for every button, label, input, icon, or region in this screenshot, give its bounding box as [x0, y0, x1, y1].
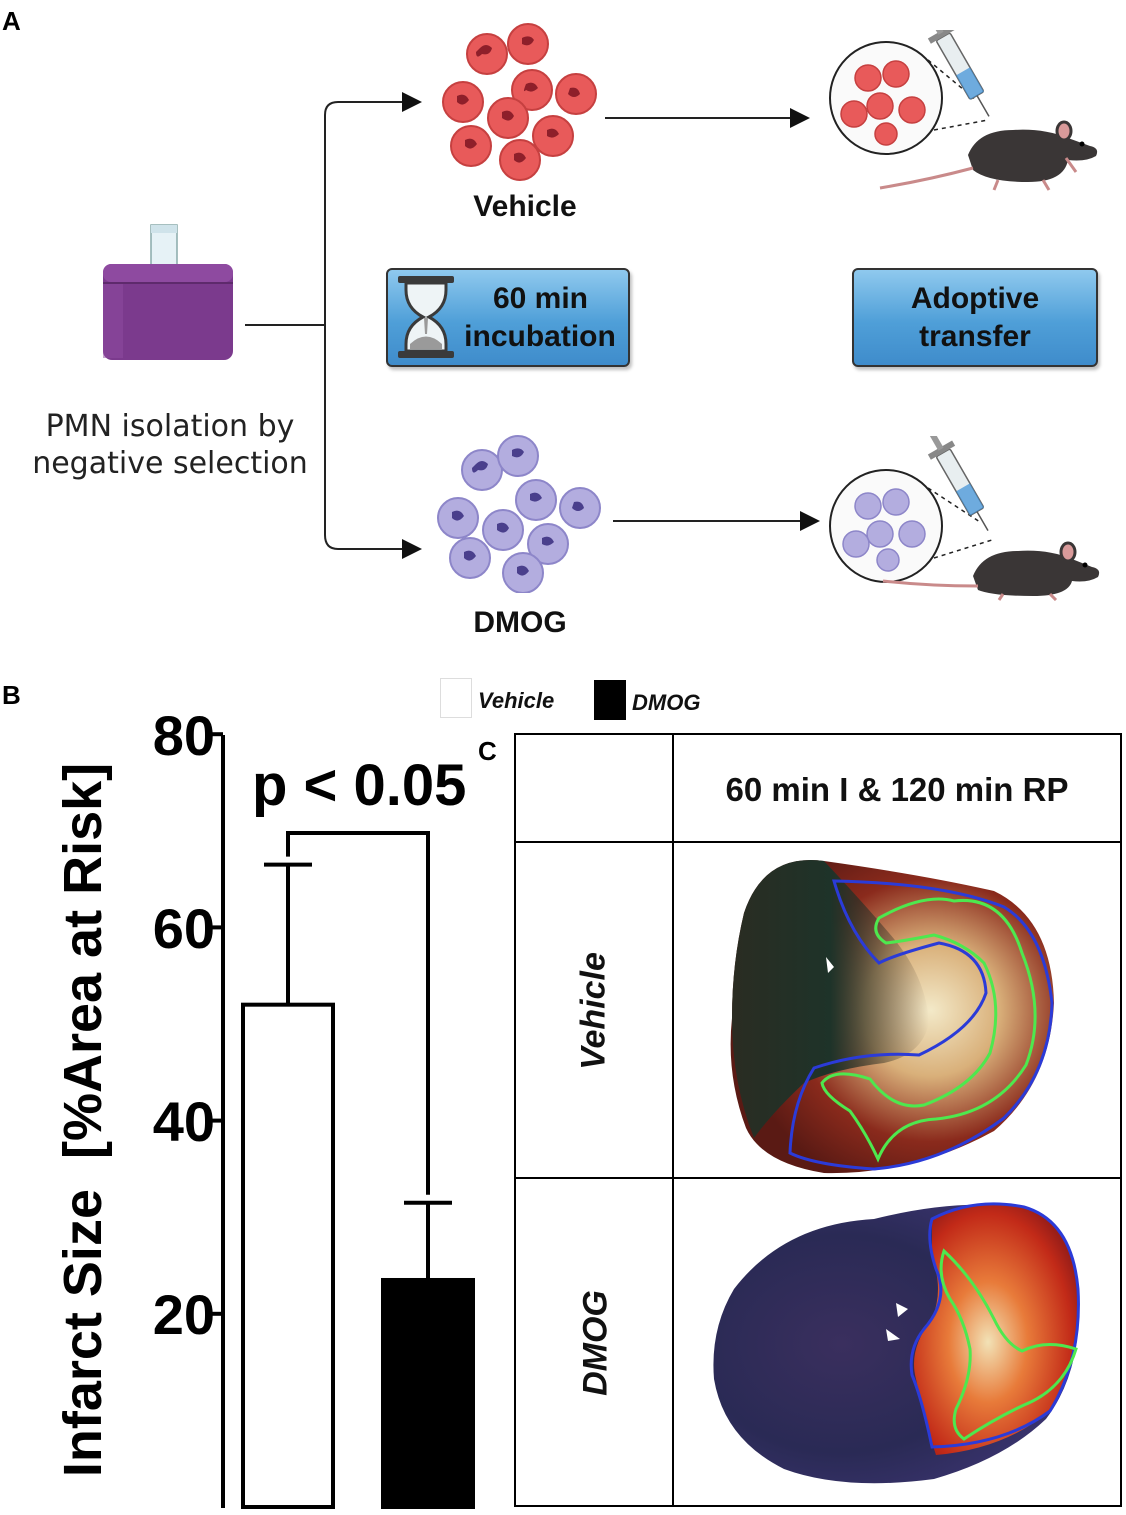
panel-label-c: C: [478, 736, 497, 766]
incubation-box-line2: incubation: [464, 320, 616, 353]
panel-c-header: 60 min I & 120 min RP: [725, 771, 1069, 808]
y-tick-label: 40: [152, 1090, 215, 1153]
panel-label-b: B: [2, 680, 21, 710]
legend-vehicle-swatch: [440, 678, 472, 718]
adoptive-transfer-box: Adoptive transfer: [852, 268, 1098, 367]
bar-vehicle: [241, 1002, 335, 1509]
isolation-column-icon: [103, 224, 233, 360]
dmog-heart-slice-image: [713, 1202, 1080, 1484]
significance-bracket: [286, 831, 430, 1195]
legend-dmog-swatch: [594, 680, 626, 720]
incubation-box: 60 min incubation: [386, 268, 630, 367]
bar-chart: [209, 732, 475, 1509]
y-tick-label: 80: [152, 704, 215, 767]
y-tick-label: 20: [152, 1283, 215, 1346]
row-label-vehicle: Vehicle: [574, 952, 613, 1070]
y-tick-label: 60: [152, 897, 215, 960]
grid-image-vehicle: [672, 841, 1122, 1179]
vehicle-neutrophils-icon: [442, 23, 597, 181]
row-label-dmog: DMOG: [576, 1290, 615, 1396]
grid-row-label-vehicle: Vehicle: [514, 841, 674, 1179]
dmog-label: DMOG: [473, 606, 567, 639]
source-caption-line1: PMN isolation by: [45, 409, 295, 444]
vehicle-heart-slice-image: [730, 860, 1054, 1174]
incubation-box-line1: 60 min: [492, 282, 589, 315]
transfer-box-line1: Adoptive: [910, 282, 1040, 315]
panel-label-a: A: [2, 6, 21, 36]
branch-arrows: [245, 92, 820, 559]
dmog-neutrophils-icon: [437, 435, 601, 593]
dmog-mouse-injection-icon: [829, 436, 1100, 601]
grid-corner-cell: [514, 733, 674, 843]
source-caption-line2: negative selection: [32, 446, 308, 481]
significance-annotation: p < 0.05: [252, 753, 467, 818]
transfer-box-line2: transfer: [919, 320, 1031, 353]
source-caption: PMN isolation by negative selection: [20, 408, 320, 482]
bar-dmog: [381, 1277, 475, 1509]
legend-dmog-label: DMOG: [632, 690, 701, 715]
hourglass-icon: [398, 276, 454, 358]
grid-row-label-dmog: DMOG: [514, 1177, 674, 1507]
grid-image-dmog: [672, 1177, 1122, 1507]
vehicle-label: Vehicle: [473, 190, 577, 223]
vehicle-mouse-injection-icon: [829, 30, 1098, 191]
grid-header-cell: 60 min I & 120 min RP: [672, 733, 1122, 843]
legend-vehicle-label: Vehicle: [478, 688, 555, 713]
